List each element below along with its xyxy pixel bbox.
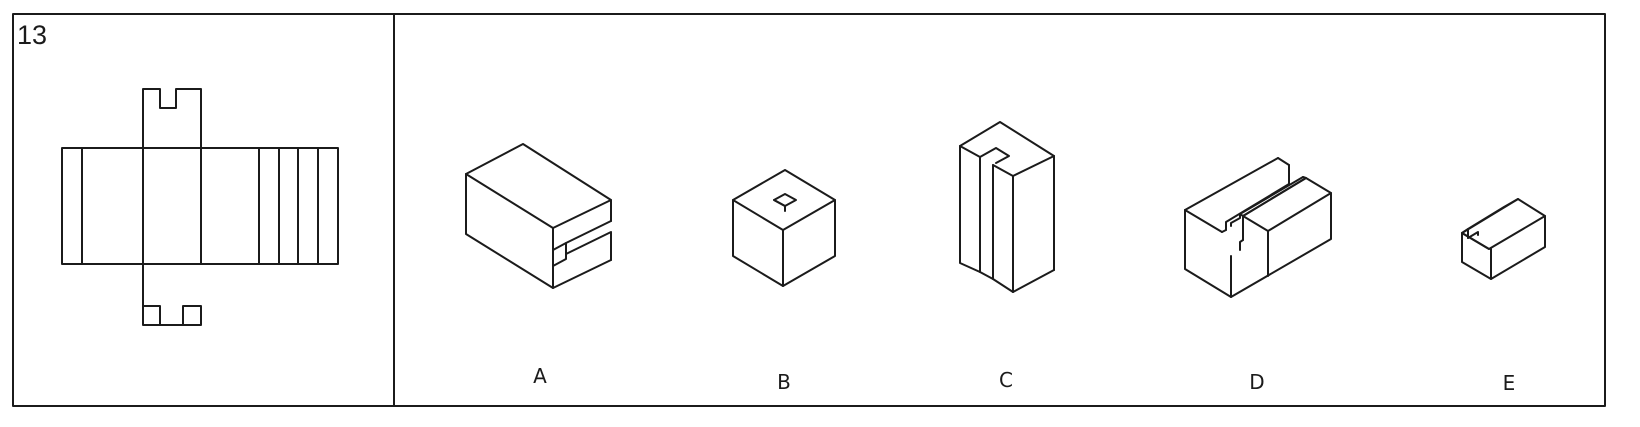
net-top-flap — [142, 88, 202, 149]
option-c-figure — [959, 121, 1055, 293]
net-diagram — [61, 88, 339, 326]
option-e-label: E — [1503, 371, 1516, 395]
option-d-figure — [1184, 157, 1332, 298]
option-c-label: C — [999, 368, 1013, 392]
option-e-figure — [1461, 198, 1546, 280]
option-d-label: D — [1249, 370, 1264, 394]
option-a-label: A — [533, 364, 547, 388]
outer-frame — [12, 13, 1606, 407]
option-a-figure — [465, 143, 612, 289]
option-b-figure — [732, 169, 836, 287]
net-bottom-flap — [142, 263, 202, 326]
option-labels: A B C D E — [533, 364, 1515, 395]
question-number: 13 — [17, 20, 47, 50]
option-b-label: B — [777, 370, 791, 394]
